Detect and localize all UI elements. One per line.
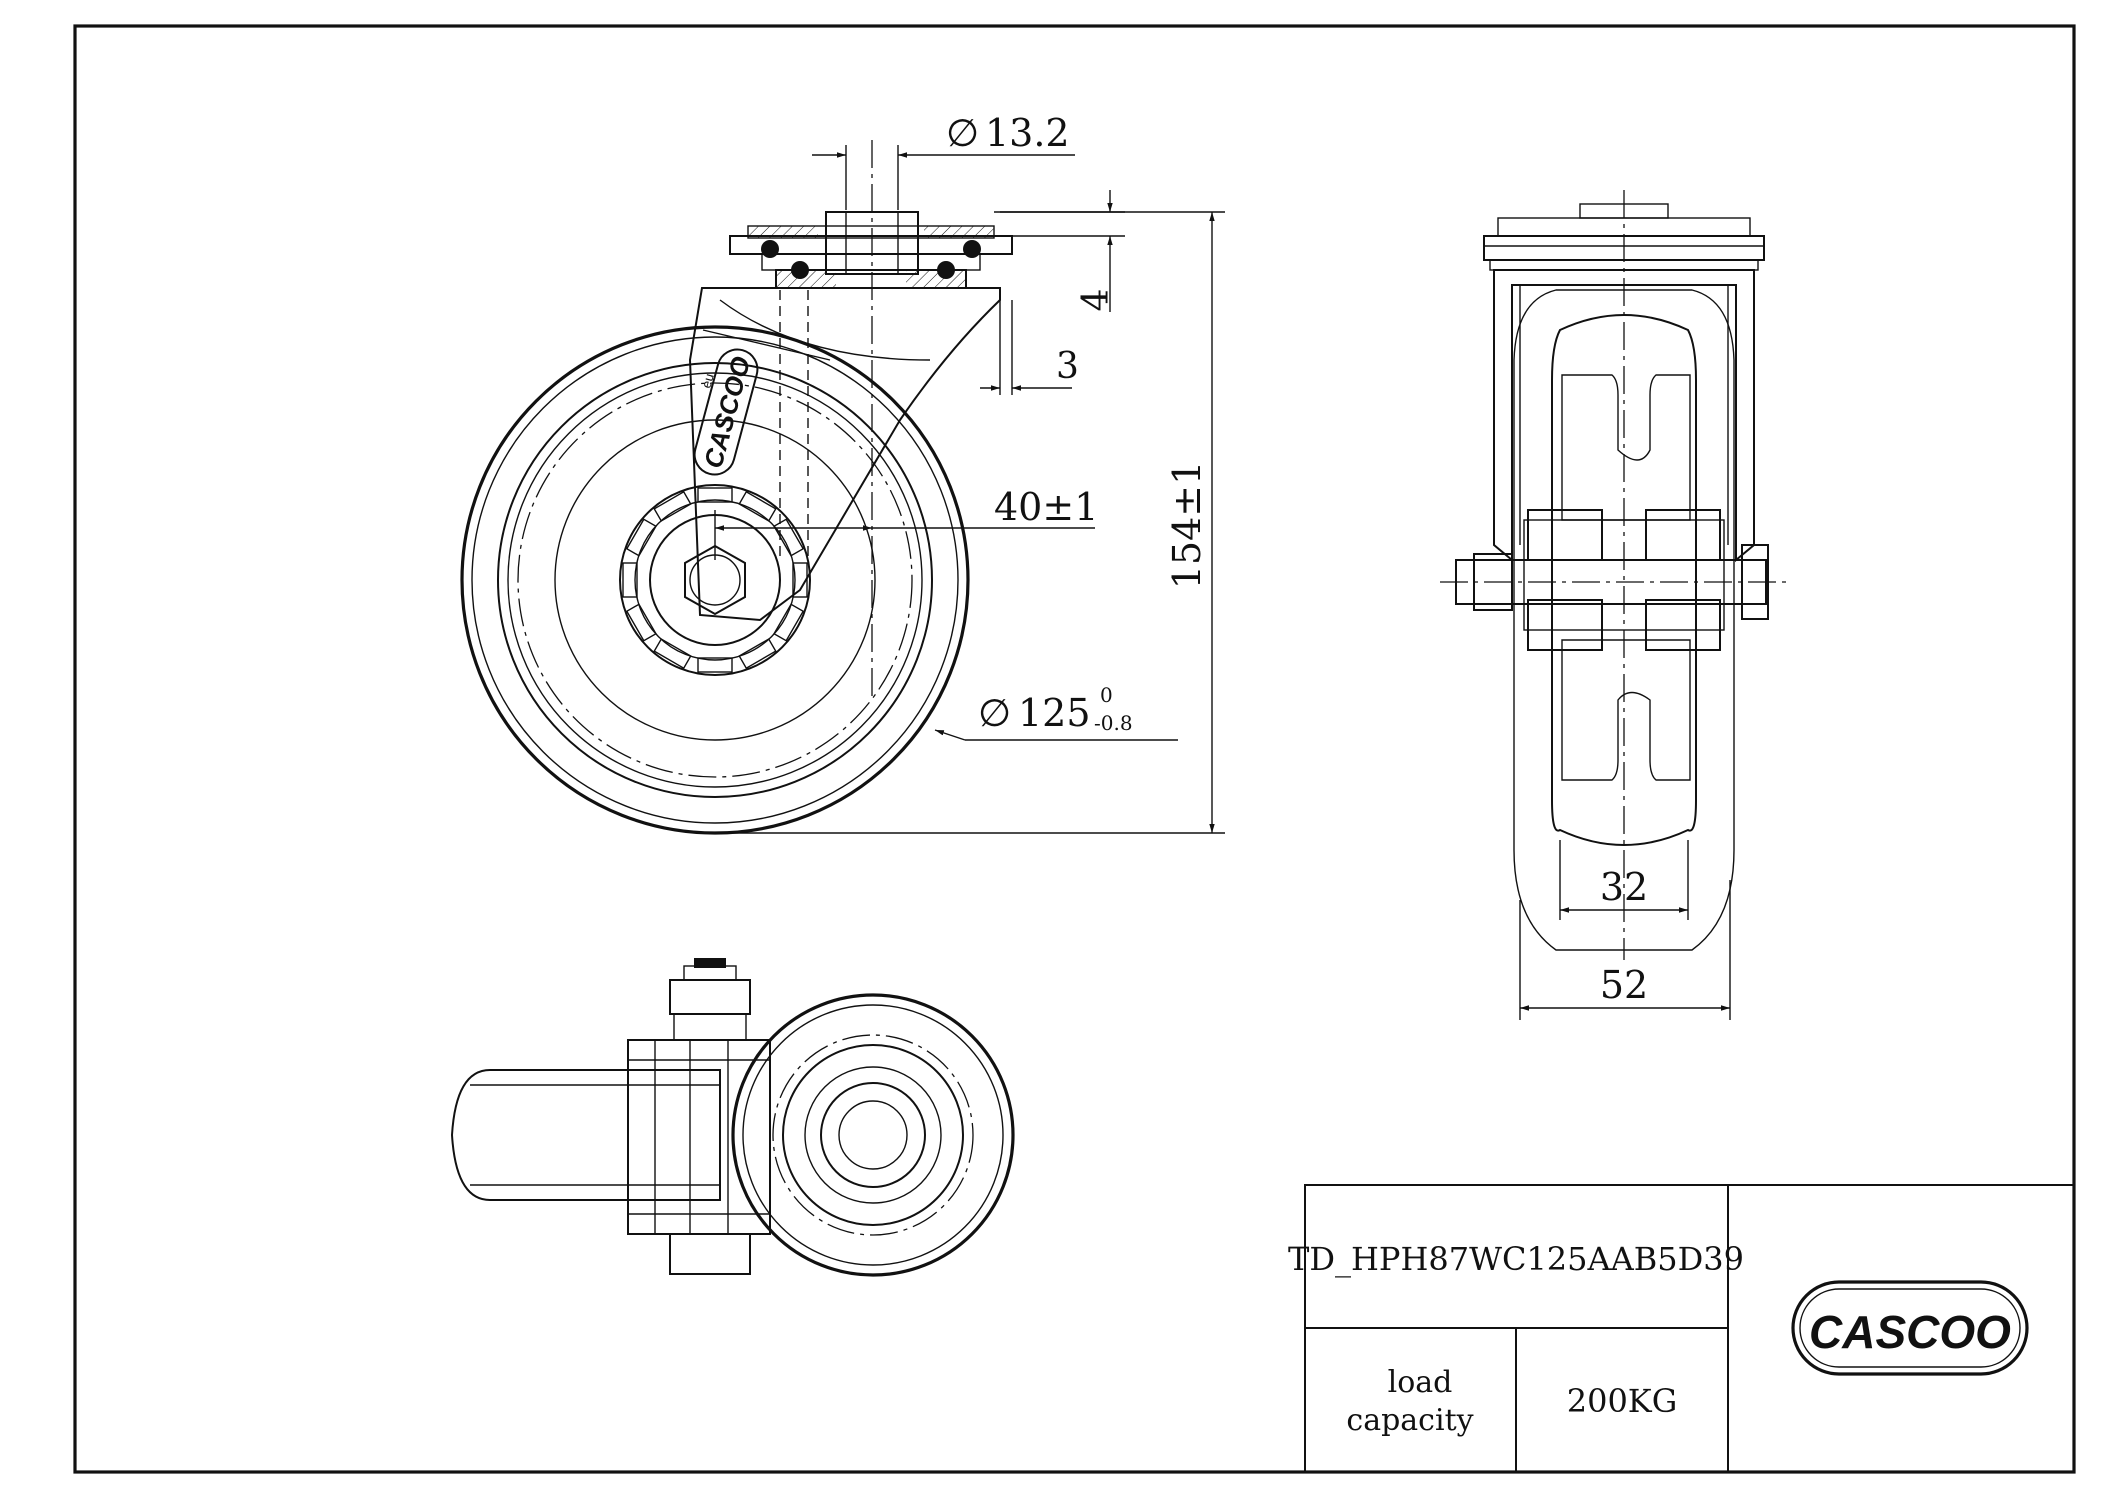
ball-bearing xyxy=(761,240,779,258)
dim-overall-height: 154±1 xyxy=(715,211,1225,834)
fork-leg xyxy=(688,287,1001,622)
svg-text:40±1: 40±1 xyxy=(994,485,1098,529)
dim-wheel-diameter: ∅ 125 0 -0.8 xyxy=(934,683,1178,741)
brand-logo: CASCOO xyxy=(1791,1280,2029,1376)
top-view xyxy=(450,958,1015,1277)
bearing-segments xyxy=(622,487,808,673)
svg-text:4: 4 xyxy=(1076,289,1117,312)
svg-text:0: 0 xyxy=(1100,683,1113,707)
side-fork xyxy=(1493,269,1755,563)
side-view: 32 52 xyxy=(1440,190,1790,1020)
drawing-number: TD_HPH87WC125AAB5D39 xyxy=(1288,1240,1744,1278)
load-label: load xyxy=(1388,1365,1453,1400)
ball-bearing xyxy=(791,261,809,279)
svg-text:3: 3 xyxy=(1056,346,1079,387)
axle-nut xyxy=(684,544,746,616)
svg-text:13.2: 13.2 xyxy=(985,111,1070,155)
top-view-plate xyxy=(450,1069,721,1201)
svg-text:∅: ∅ xyxy=(978,691,1011,735)
sheet-border xyxy=(73,24,2076,1474)
load-value: 200KG xyxy=(1567,1382,1678,1420)
ball-bearing xyxy=(963,240,981,258)
ball-bearing xyxy=(937,261,955,279)
bearing-left-top xyxy=(1527,509,1603,561)
dim-hub-width: 32 xyxy=(1559,840,1689,920)
svg-text:125: 125 xyxy=(1018,691,1091,735)
title-block: TD_HPH87WC125AAB5D39 load capacity 200KG… xyxy=(1288,1184,2075,1473)
brand-logo-text: CASCOO xyxy=(1809,1306,2011,1358)
bearing-left-bottom xyxy=(1527,599,1603,651)
dim-bore: ∅ 13.2 xyxy=(812,111,1075,210)
svg-text:52: 52 xyxy=(1600,963,1648,1007)
top-view-wheel xyxy=(731,993,1015,1277)
pitch-circle xyxy=(517,382,913,778)
load-label: capacity xyxy=(1346,1403,1473,1438)
fork-logo-badge: eu xyxy=(699,372,717,390)
bearing-right-top xyxy=(1645,509,1721,561)
fork-logo: CASCOO xyxy=(693,348,759,476)
bearing-right-bottom xyxy=(1645,599,1721,651)
svg-text:-0.8: -0.8 xyxy=(1094,711,1133,735)
wheel-tread xyxy=(1551,314,1697,846)
top-view-nut xyxy=(669,979,751,1015)
hub-circle xyxy=(619,484,811,676)
dim-swivel-offset: 40±1 xyxy=(714,485,1098,560)
svg-text:32: 32 xyxy=(1600,865,1648,909)
svg-text:∅: ∅ xyxy=(946,111,979,155)
dim-offset-small: 3 xyxy=(980,300,1079,395)
dim-overall-width: 52 xyxy=(1519,880,1731,1020)
dim-plate-thickness: 4 xyxy=(994,190,1125,312)
front-view: CASCOO eu ∅ 13.2 xyxy=(460,111,1225,835)
wheel-rim-circle xyxy=(497,362,933,798)
svg-text:154±1: 154±1 xyxy=(1165,461,1209,590)
